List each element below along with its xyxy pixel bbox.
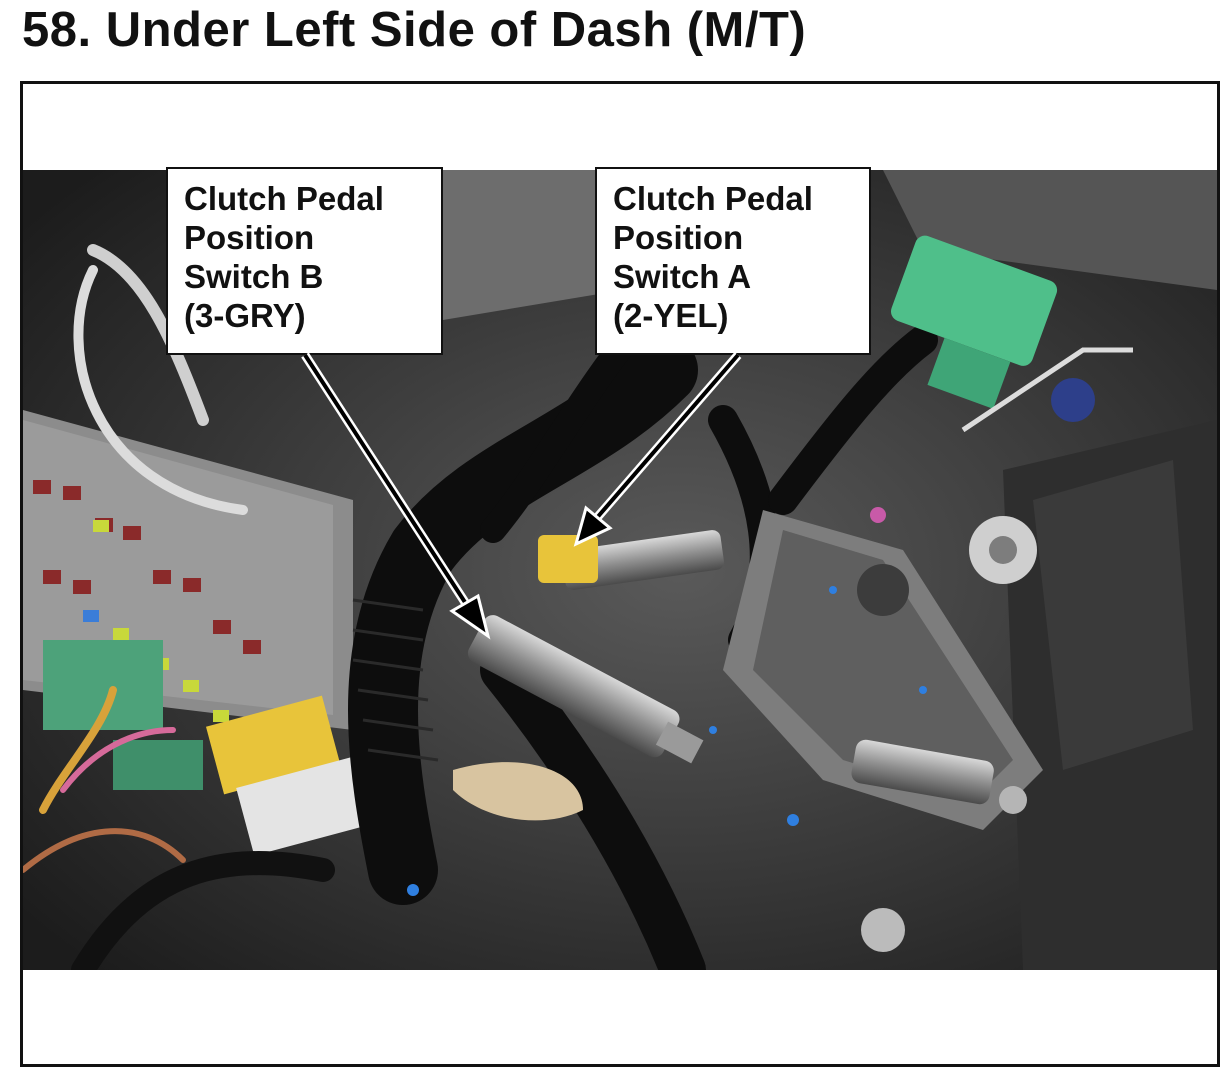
callout-switch-a-line-2: Position [613, 219, 744, 256]
callout-switch-b-line-4: (3-GRY) [184, 297, 306, 334]
arrow-switch-a [573, 352, 742, 547]
arrow-switch-b [301, 352, 491, 640]
callout-switch-a: Clutch Pedal Position Switch A (2-YEL) [595, 167, 871, 355]
callout-switch-b-line-2: Position [184, 219, 315, 256]
page-title: 58. Under Left Side of Dash (M/T) [22, 3, 807, 57]
callout-switch-b-line-1: Clutch Pedal [184, 180, 384, 217]
callout-switch-a-line-3: Switch A [613, 258, 752, 295]
callout-switch-b: Clutch Pedal Position Switch B (3-GRY) [166, 167, 443, 355]
callout-switch-b-line-3: Switch B [184, 258, 324, 295]
callout-switch-a-line-4: (2-YEL) [613, 297, 729, 334]
callout-switch-a-line-1: Clutch Pedal [613, 180, 813, 217]
